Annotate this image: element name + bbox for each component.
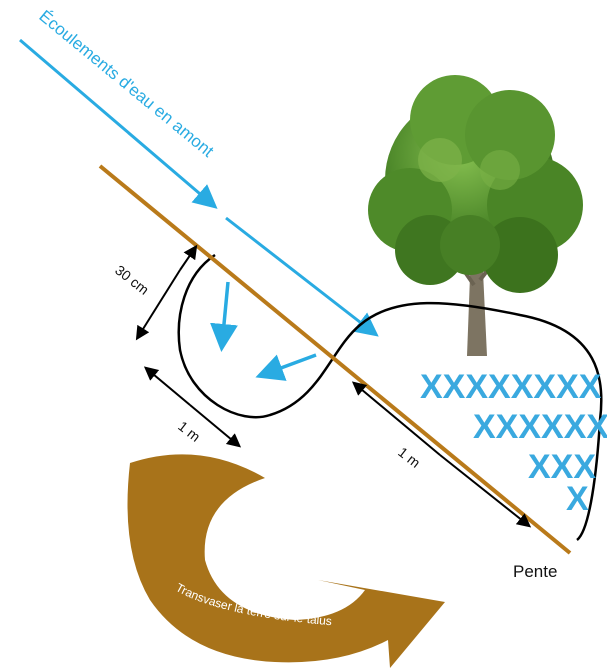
swale-berm-outline bbox=[177, 253, 603, 541]
curved-arrow-icon bbox=[127, 454, 445, 668]
width-right-label: 1 m bbox=[395, 444, 423, 471]
width-right-dimension bbox=[351, 381, 532, 528]
tree-icon bbox=[368, 75, 583, 356]
width-left-label: 1 m bbox=[175, 418, 203, 445]
width-left-dimension bbox=[143, 366, 242, 448]
planting-crosses: XXXXXXXX XXXXXX XXX X bbox=[420, 368, 607, 518]
depth-label: 30 cm bbox=[112, 262, 152, 298]
flow-label-text: Écoulements d'eau en amont bbox=[35, 6, 217, 161]
planting-row-2: XXXXXX bbox=[473, 408, 607, 446]
swale-water-arrows bbox=[210, 281, 317, 381]
flow-label: Écoulements d'eau en amont bbox=[35, 6, 217, 161]
slope-label: Pente bbox=[513, 562, 557, 581]
upstream-flow-arrow bbox=[19, 38, 379, 337]
planting-row-1: XXXXXXXX bbox=[420, 368, 602, 406]
planting-row-4: X bbox=[566, 480, 589, 518]
depth-dimension bbox=[135, 244, 198, 341]
slope-line bbox=[98, 164, 572, 555]
planting-row-3: XXX bbox=[528, 448, 596, 486]
